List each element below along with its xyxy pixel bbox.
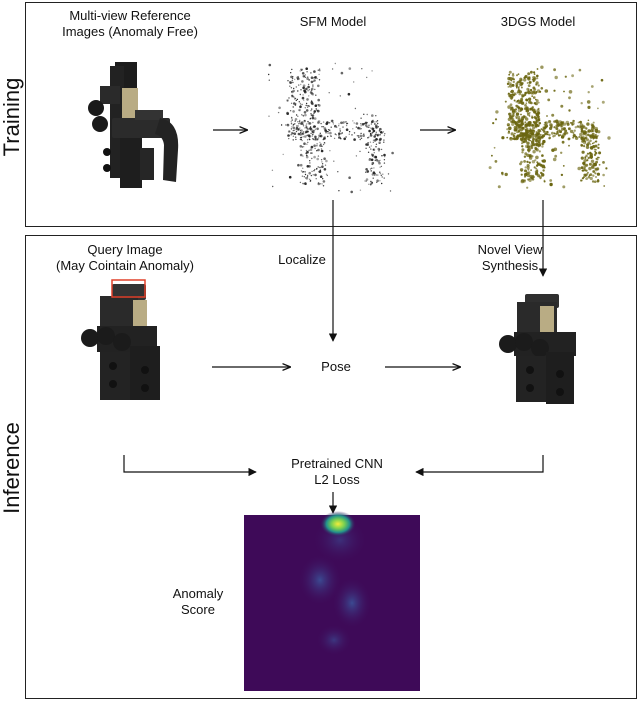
arrow-query-to-loss	[124, 455, 256, 472]
sfm-point-cloud	[268, 63, 394, 193]
query-image	[81, 284, 160, 400]
arrow-novel-to-loss	[416, 455, 543, 472]
novel-view-image	[499, 294, 576, 404]
gaussian-splat-model	[489, 66, 611, 189]
reference-image	[88, 62, 178, 188]
anomaly-heatmap	[244, 511, 420, 691]
